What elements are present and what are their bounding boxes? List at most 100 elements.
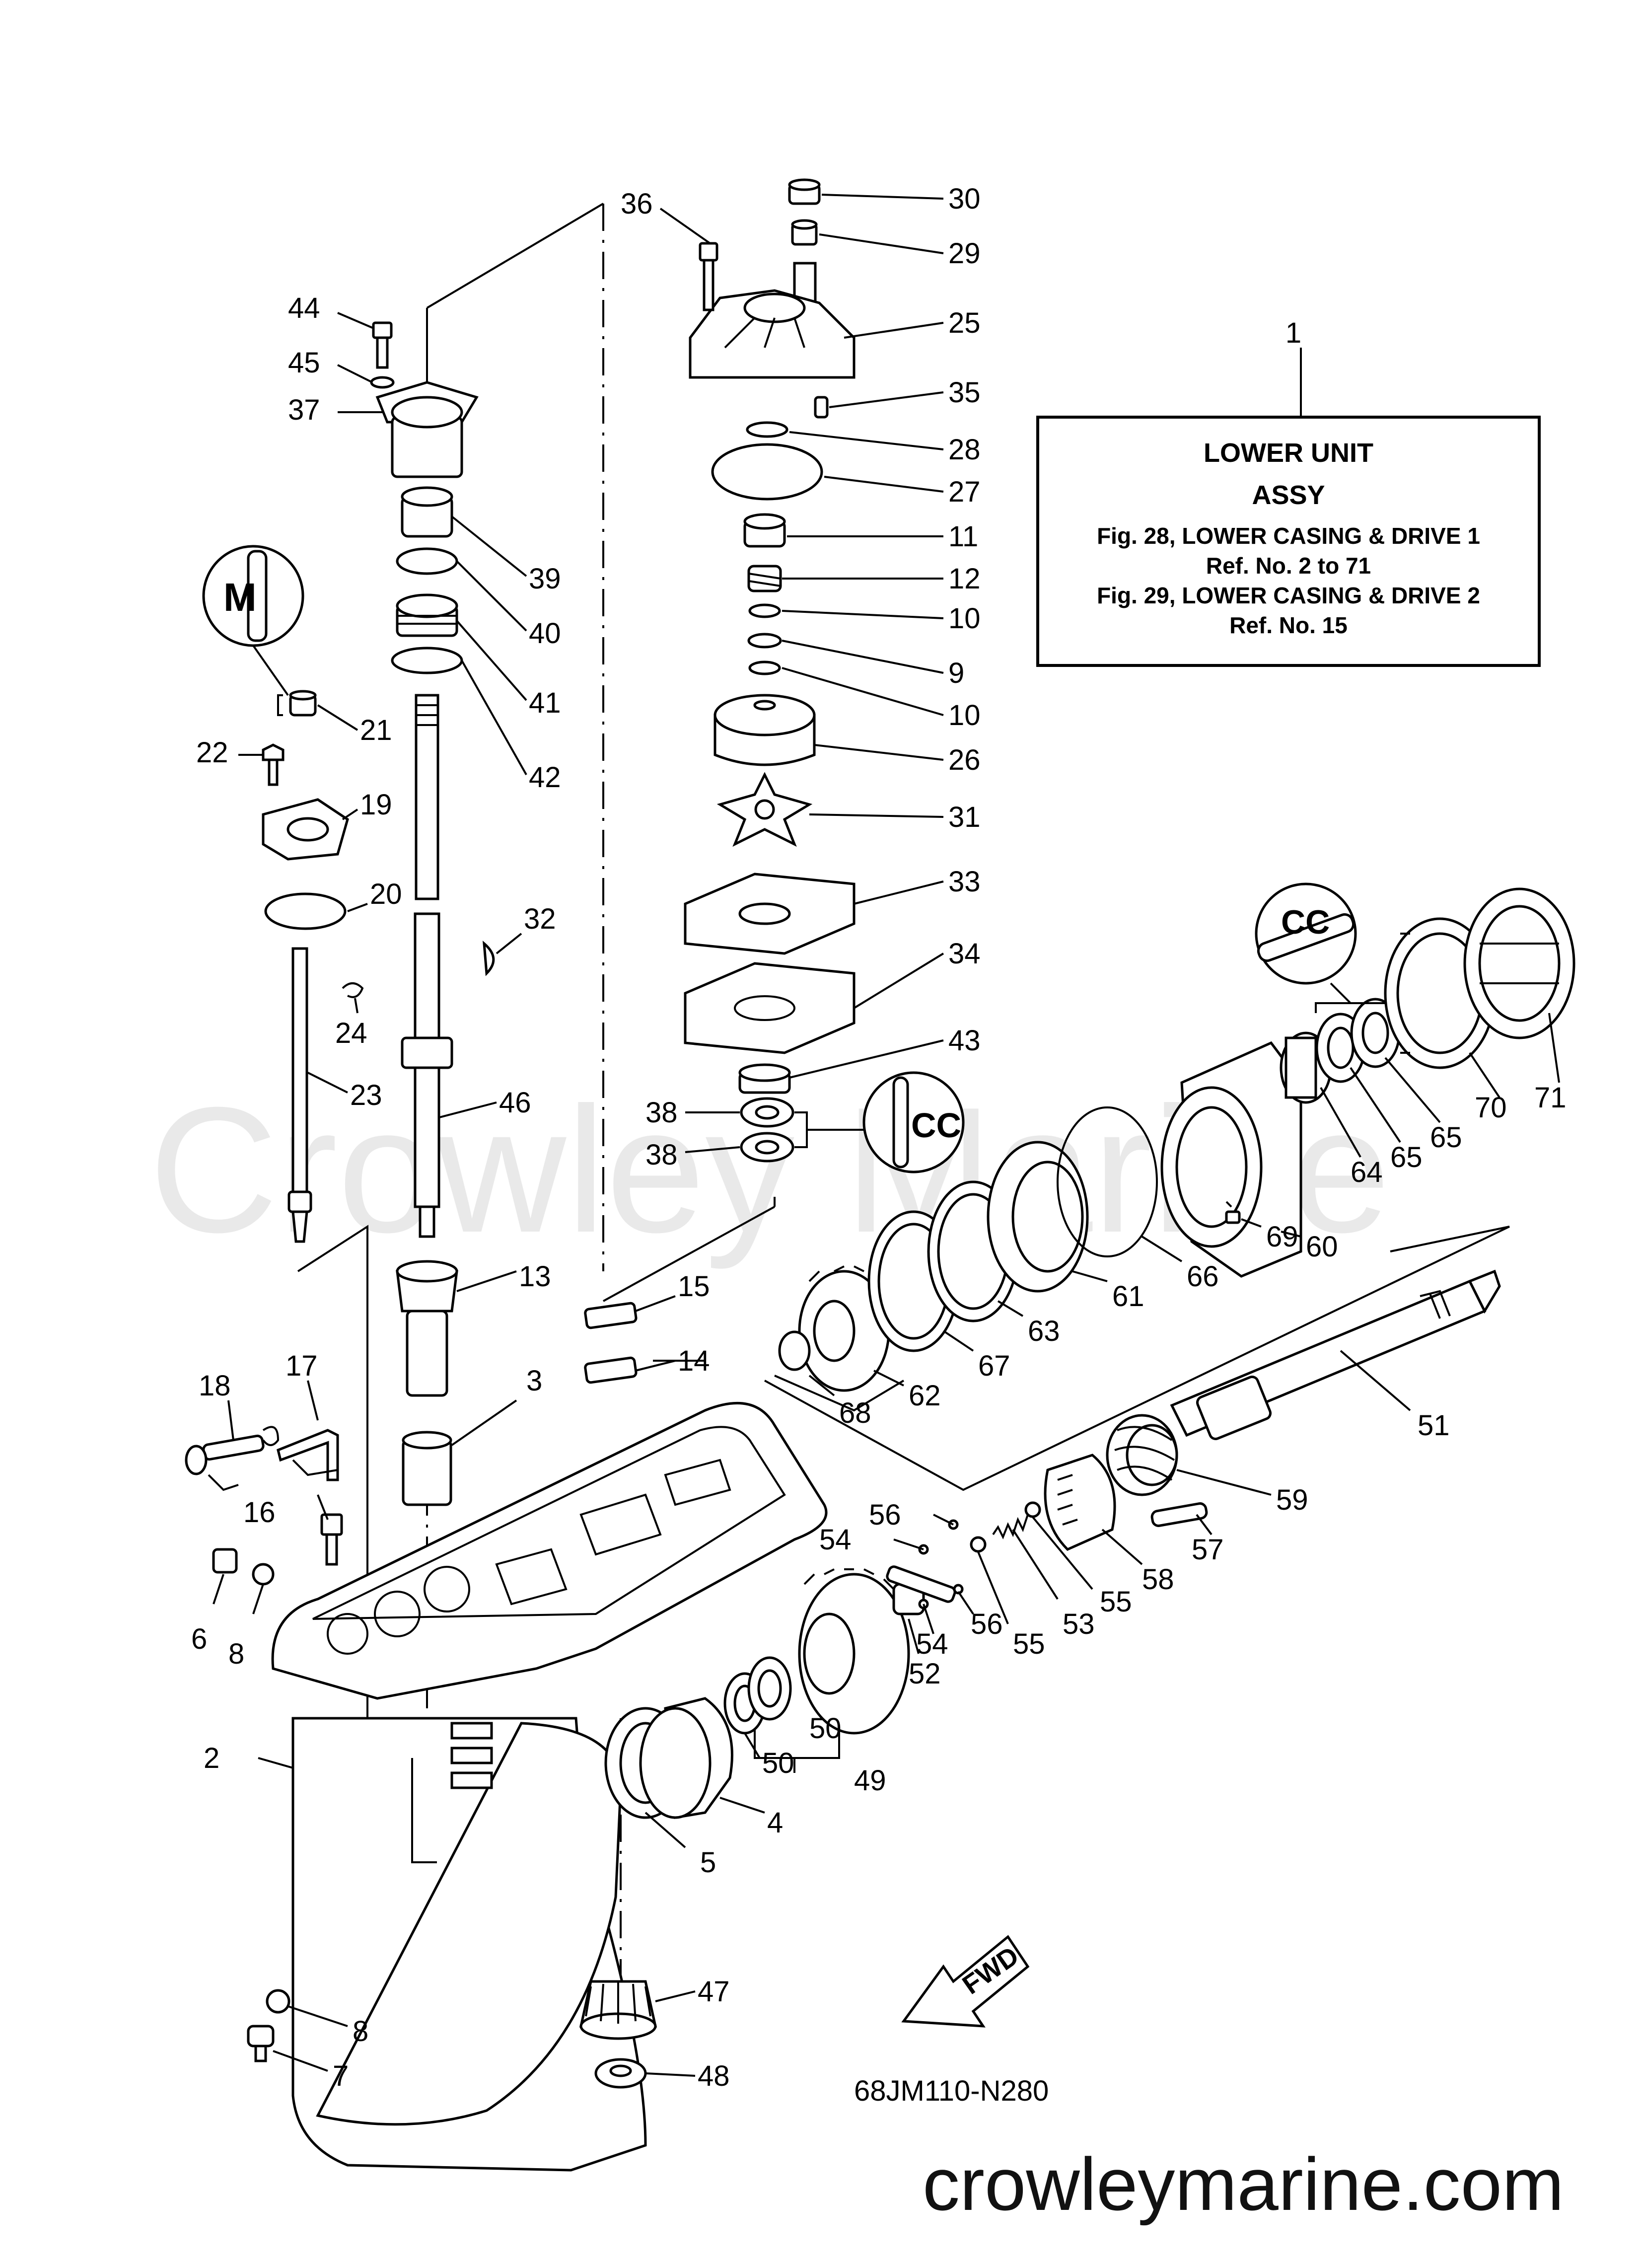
bearing-4 xyxy=(639,1697,733,1819)
bolt-36 xyxy=(699,242,718,311)
linkage-18 xyxy=(185,1434,265,1491)
bearing-housing-37 xyxy=(375,381,479,478)
callout-7: 7 xyxy=(333,2060,349,2092)
gasket-ring-27 xyxy=(711,443,823,501)
callout-3: 3 xyxy=(526,1365,542,1397)
linkage-17 xyxy=(262,1426,339,1481)
callout-23: 23 xyxy=(350,1079,382,1111)
callout-20: 20 xyxy=(370,878,402,910)
callout-55b: 55 xyxy=(1100,1586,1132,1618)
bearing-50b xyxy=(747,1656,792,1721)
svg-text:CC: CC xyxy=(911,1106,961,1145)
callout-40: 40 xyxy=(529,617,561,650)
pinion-gear-47 xyxy=(579,1980,657,2040)
bushing-3 xyxy=(402,1431,452,1506)
svg-text:M: M xyxy=(223,575,257,619)
propeller-shaft-51 xyxy=(1170,1269,1501,1440)
callout-37: 37 xyxy=(288,394,320,426)
callout-9: 9 xyxy=(948,657,964,689)
callout-18: 18 xyxy=(199,1370,231,1402)
callout-24: 24 xyxy=(335,1017,367,1049)
washer-9 xyxy=(747,633,782,649)
spring-seal-12 xyxy=(747,565,782,592)
woodruff-key-32 xyxy=(483,941,495,976)
callout-65b: 65 xyxy=(1430,1121,1462,1154)
callout-54b: 54 xyxy=(916,1628,948,1660)
spring-53 xyxy=(992,1514,1029,1539)
dowel-15 xyxy=(584,1302,638,1329)
svg-text:CC: CC xyxy=(1281,903,1330,941)
callout-61: 61 xyxy=(1112,1280,1144,1313)
sleeve-13 xyxy=(396,1260,458,1397)
washer-10a xyxy=(748,603,781,618)
callout-64: 64 xyxy=(1351,1156,1383,1188)
outer-plate-33 xyxy=(684,873,856,955)
seal-11 xyxy=(743,513,786,548)
callout-60: 60 xyxy=(1306,1231,1338,1263)
o-ring-66 xyxy=(1057,1106,1158,1257)
bolt-16 xyxy=(320,1513,343,1566)
callout-47: 47 xyxy=(698,1975,730,2008)
callout-33: 33 xyxy=(948,866,981,898)
ball-55a xyxy=(970,1536,987,1553)
oil-seal-38b xyxy=(740,1132,794,1163)
callout-54a: 54 xyxy=(819,1524,852,1556)
callout-50a: 50 xyxy=(762,1747,794,1779)
callout-65a: 65 xyxy=(1390,1141,1423,1173)
callout-43: 43 xyxy=(948,1024,981,1057)
reverse-gear-62 xyxy=(798,1265,890,1392)
callout-16: 16 xyxy=(243,1496,276,1529)
callout-46: 46 xyxy=(499,1087,531,1119)
callout-56b: 56 xyxy=(971,1608,1003,1640)
shift-rod-lever-19 xyxy=(262,798,349,861)
seal-41 xyxy=(396,593,458,637)
callout-66: 66 xyxy=(1187,1260,1219,1293)
o-ring-28 xyxy=(746,421,788,438)
callout-28: 28 xyxy=(948,434,981,466)
ring-nut-71 xyxy=(1463,887,1575,1039)
callout-68: 68 xyxy=(839,1397,871,1429)
svg-text:LOWER UNIT: LOWER UNIT xyxy=(1204,438,1373,468)
callout-71: 71 xyxy=(1534,1082,1567,1114)
callout-1: 1 xyxy=(1285,317,1301,349)
callout-69: 69 xyxy=(1266,1221,1298,1253)
o-ring-42 xyxy=(391,647,463,674)
pump-housing-25 xyxy=(689,262,856,379)
bolt-22 xyxy=(262,743,285,786)
washer-8b xyxy=(266,1989,290,2014)
callout-25: 25 xyxy=(948,307,981,339)
callout-10a: 10 xyxy=(948,602,981,635)
info-box: LOWER UNIT ASSY Fig. 28, LOWER CASING & … xyxy=(1036,348,1541,667)
callout-19: 19 xyxy=(360,789,392,821)
callout-11: 11 xyxy=(948,520,978,553)
callout-42: 42 xyxy=(529,761,561,794)
leader-lines xyxy=(213,194,1560,2077)
callout-59: 59 xyxy=(1276,1484,1308,1516)
seal-43 xyxy=(738,1063,791,1094)
svg-text:Fig. 29, LOWER CASING & DRIVE: Fig. 29, LOWER CASING & DRIVE 2 xyxy=(1097,583,1480,608)
washer-8a xyxy=(252,1563,275,1586)
callout-35: 35 xyxy=(948,376,981,409)
svg-text:Fig. 28, LOWER CASING & DRIVE: Fig. 28, LOWER CASING & DRIVE 1 xyxy=(1097,523,1480,549)
bearing-housing-60 xyxy=(1160,1041,1302,1278)
callout-70: 70 xyxy=(1475,1092,1507,1124)
callout-44: 44 xyxy=(288,292,320,324)
callout-13: 13 xyxy=(519,1260,551,1293)
website-url[interactable]: crowleymarine.com xyxy=(923,2142,1564,2226)
callout-labels: 30 29 25 35 28 27 11 12 10 9 10 26 31 33… xyxy=(191,183,1567,2092)
circlip-24 xyxy=(342,982,364,998)
callout-10b: 10 xyxy=(948,699,981,732)
callout-26: 26 xyxy=(948,744,981,776)
callout-53: 53 xyxy=(1063,1608,1095,1640)
callout-38a: 38 xyxy=(645,1097,678,1129)
washer-45 xyxy=(370,376,395,389)
callout-32: 32 xyxy=(524,903,556,935)
plate-gasket-34 xyxy=(684,962,856,1054)
callout-36: 36 xyxy=(621,188,653,220)
callout-58: 58 xyxy=(1142,1563,1174,1596)
shim-40 xyxy=(396,547,458,575)
collar-21 xyxy=(289,690,317,717)
callout-5: 5 xyxy=(700,1846,716,1879)
callout-67: 67 xyxy=(978,1350,1010,1382)
